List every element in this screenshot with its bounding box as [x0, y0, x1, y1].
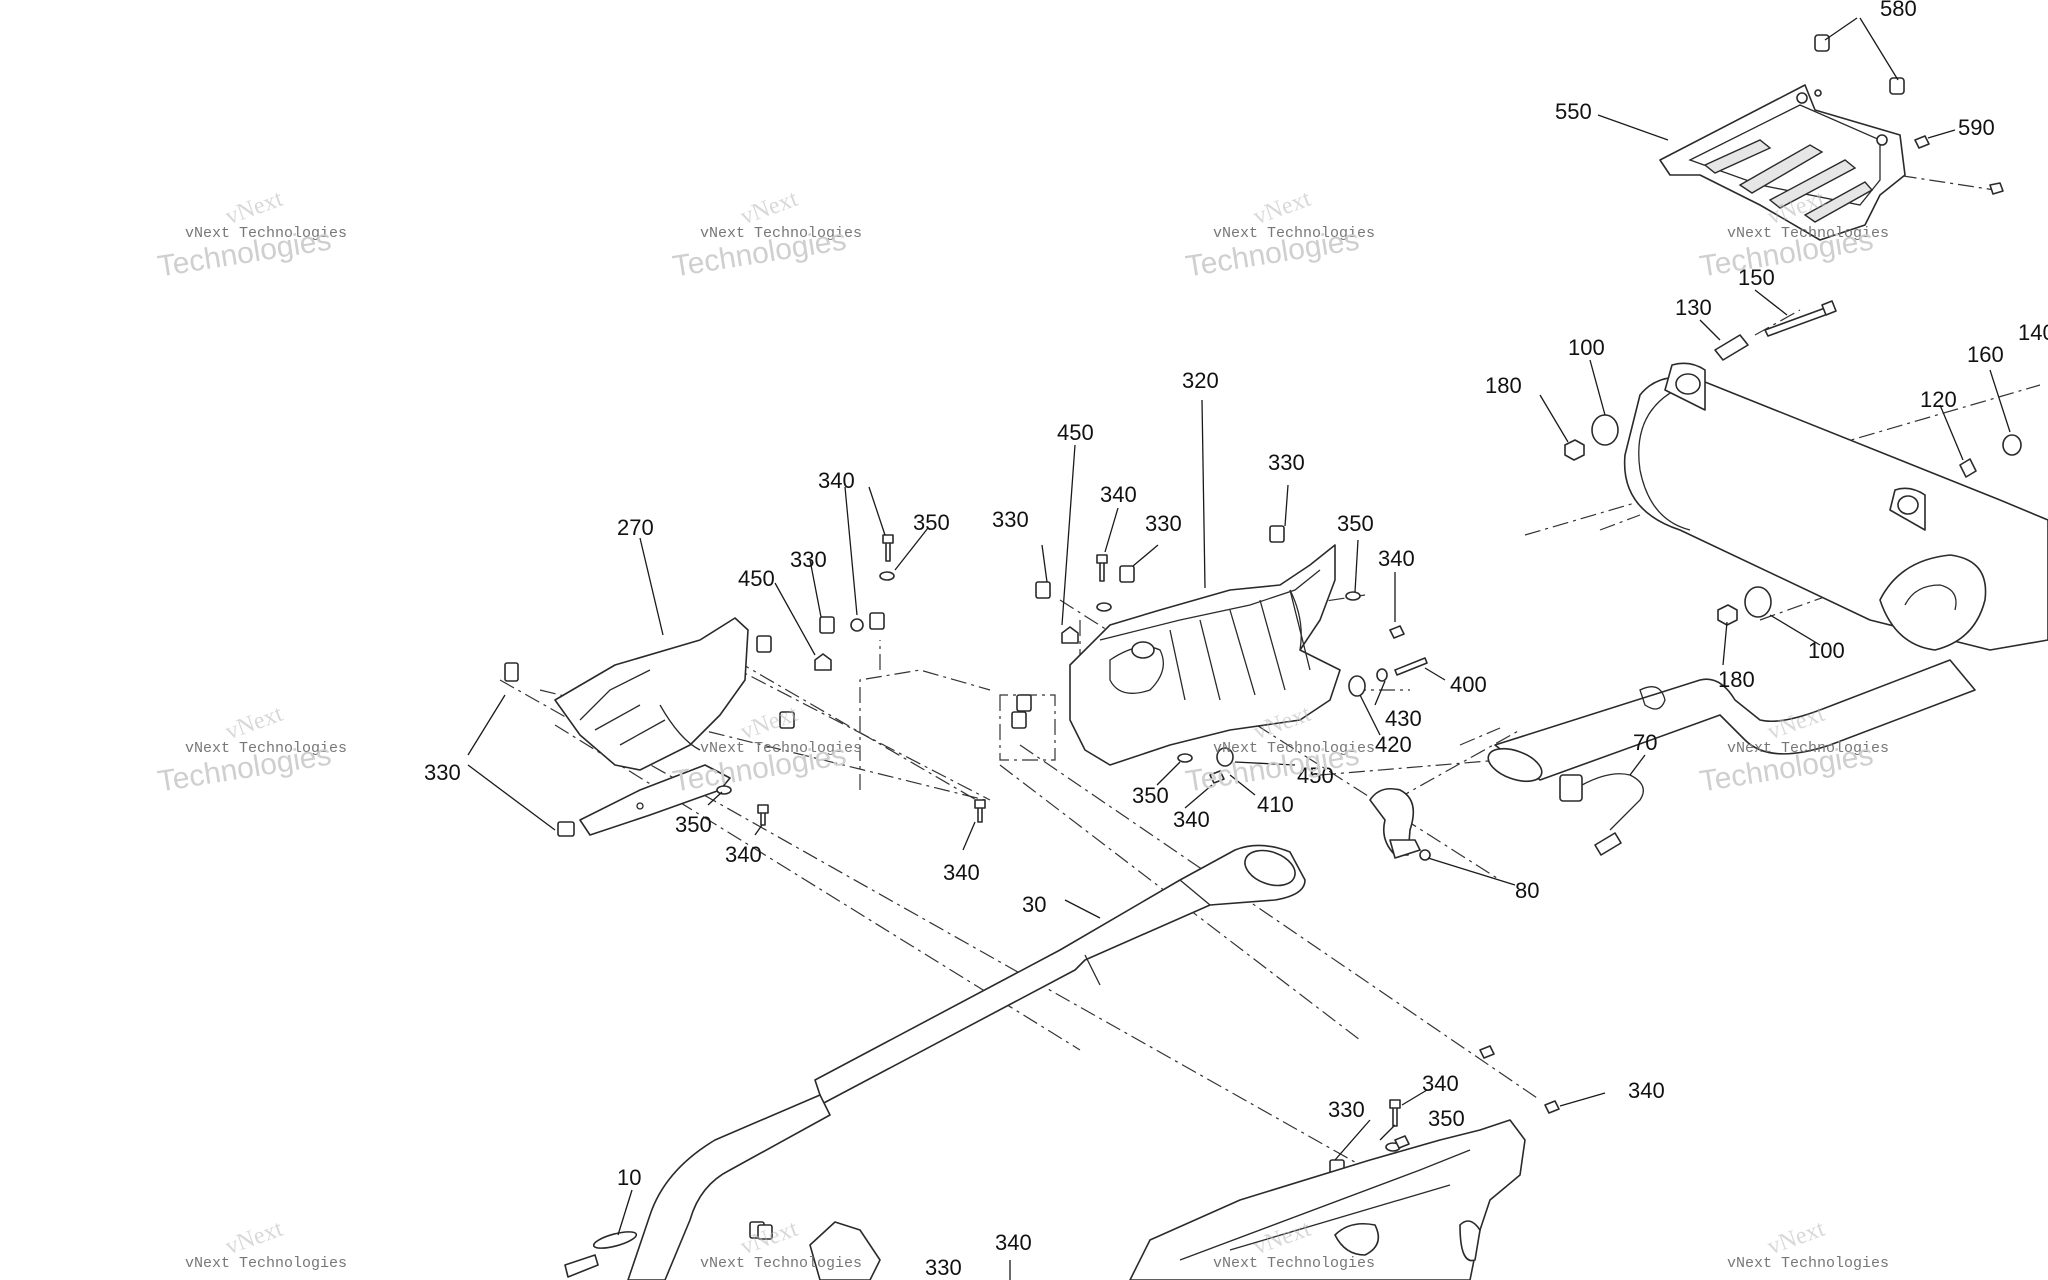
- callout-100: 100: [1568, 335, 1605, 360]
- callout-270: 270: [617, 515, 654, 540]
- callout-590: 590: [1958, 115, 1995, 140]
- heat-shield-270: [554, 617, 749, 836]
- callout-140: 140: [2018, 320, 2048, 345]
- callout-350: 350: [913, 510, 950, 535]
- heat-shield-320: [1069, 544, 1341, 766]
- callout-400: 400: [1450, 672, 1487, 697]
- callout-150: 150: [1738, 265, 1775, 290]
- oxygen-sensor-70: [1559, 773, 1644, 856]
- fasteners: [504, 525, 1560, 1239]
- callout-10: 10: [617, 1165, 641, 1190]
- callout-160: 160: [1967, 342, 2004, 367]
- callout-450: 450: [738, 566, 775, 591]
- callout-350: 350: [1132, 783, 1169, 808]
- callout-340: 340: [1100, 482, 1137, 507]
- callout-340: 340: [725, 842, 762, 867]
- callout-340: 340: [1628, 1078, 1665, 1103]
- callout-340: 340: [943, 860, 980, 885]
- callout-340: 340: [818, 468, 855, 493]
- callout-320: 320: [1182, 368, 1219, 393]
- callout-330: 330: [790, 547, 827, 572]
- callout-340: 340: [995, 1230, 1032, 1255]
- callout-70: 70: [1633, 730, 1657, 755]
- header-pipe-30: [627, 844, 1306, 1280]
- callout-340: 340: [1422, 1071, 1459, 1096]
- callout-130: 130: [1675, 295, 1712, 320]
- callout-100-lower: 100: [1808, 638, 1845, 663]
- callout-180: 180: [1485, 373, 1522, 398]
- callout-450: 450: [1057, 420, 1094, 445]
- callout-350: 350: [675, 812, 712, 837]
- callout-340: 340: [1173, 807, 1210, 832]
- callout-350: 350: [1337, 511, 1374, 536]
- clamp-80: [1369, 787, 1431, 861]
- callout-330: 330: [424, 760, 461, 785]
- callout-80: 80: [1515, 878, 1539, 903]
- callout-330: 330: [1328, 1097, 1365, 1122]
- callout-labels: 580 550 590 150 130 100 180 160 140 120 …: [424, 0, 2048, 1280]
- callout-550: 550: [1555, 99, 1592, 124]
- callout-420: 420: [1375, 732, 1412, 757]
- callout-330: 330: [992, 507, 1029, 532]
- callout-430: 430: [1385, 706, 1422, 731]
- callout-180-lower: 180: [1718, 667, 1755, 692]
- callout-330: 330: [1268, 450, 1305, 475]
- callout-410: 410: [1257, 792, 1294, 817]
- muffler-assembly: [1487, 300, 2048, 783]
- callout-330: 330: [925, 1255, 962, 1280]
- callout-580: 580: [1880, 0, 1917, 21]
- lower-heat-shield: [1129, 1119, 1526, 1280]
- heat-shield-550: [1659, 34, 2004, 241]
- callout-30: 30: [1022, 892, 1046, 917]
- callout-120: 120: [1920, 387, 1957, 412]
- leader-lines: [467, 17, 2011, 1280]
- bottom-parts: [564, 1221, 881, 1280]
- callout-330: 330: [1145, 511, 1182, 536]
- callout-340: 340: [1378, 546, 1415, 571]
- callout-450: 450: [1297, 763, 1334, 788]
- callout-350: 350: [1428, 1106, 1465, 1131]
